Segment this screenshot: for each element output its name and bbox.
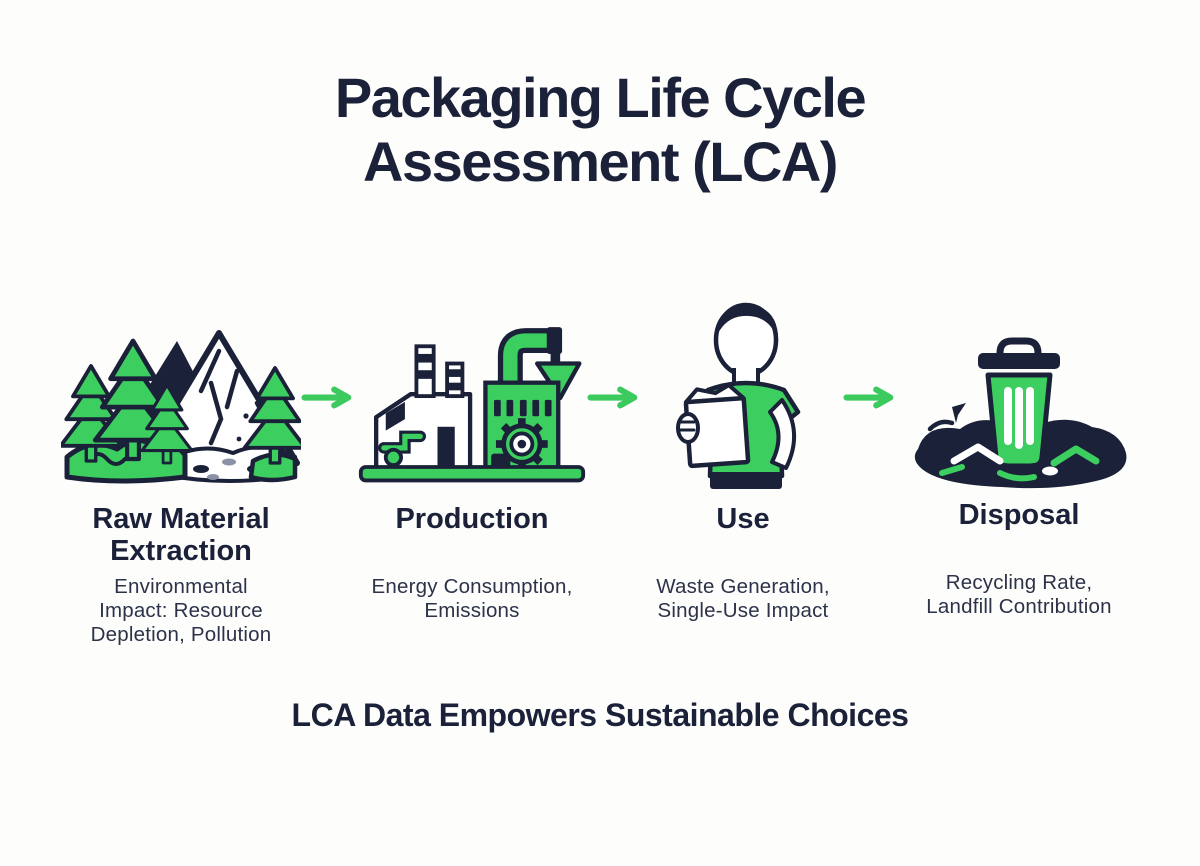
- trash-bin-landfill-icon: [904, 286, 1134, 491]
- mountain-forest-icon-svg: [61, 329, 301, 484]
- trash-can-icon: [978, 337, 1060, 469]
- stage-raw-material-extraction: Raw Material Extraction Environmental Im…: [61, 286, 301, 648]
- stage-description: Recycling Rate, Landfill Contribution: [926, 570, 1112, 618]
- flow-arrow-2: [587, 286, 643, 491]
- stage-title: Production: [395, 502, 549, 535]
- flow-arrow-1: [301, 286, 357, 491]
- stage-title: Raw Material Extraction: [92, 502, 270, 568]
- page-title: Packaging Life Cycle Assessment (LCA): [334, 66, 867, 193]
- mountain-forest-icon: [61, 286, 301, 491]
- pine-tree-icon: [61, 338, 301, 465]
- lca-infographic: Packaging Life Cycle Assessment (LCA): [0, 66, 1200, 866]
- right-arrow-icon: [843, 386, 894, 409]
- person-holding-package-icon-svg: [676, 302, 801, 489]
- right-arrow-icon: [301, 386, 352, 409]
- right-arrow-icon: [587, 386, 638, 409]
- stage-description: Waste Generation, Single-Use Impact: [656, 574, 830, 622]
- package-box-icon: [683, 382, 751, 468]
- trash-bin-landfill-icon-svg: [914, 337, 1127, 488]
- stage-title: Disposal: [958, 498, 1080, 531]
- person-holding-package-icon: [658, 286, 828, 491]
- stage-description: Environmental Impact: Resource Depletion…: [90, 574, 272, 647]
- flow-arrow-3: [843, 286, 899, 491]
- stage-description: Energy Consumption, Emissions: [371, 574, 573, 622]
- tagline: LCA Data Empowers Sustainable Choices: [291, 697, 909, 734]
- factory-icon-svg: [358, 326, 586, 483]
- stage-title: Use: [716, 502, 770, 535]
- lifecycle-flow: Raw Material Extraction Environmental Im…: [0, 286, 1200, 648]
- factory-icon: [357, 286, 587, 491]
- stage-use: Use Waste Generation, Single-Use Impact: [643, 286, 843, 623]
- stage-disposal: Disposal Recycling Rate, Landfill Contri…: [899, 286, 1139, 619]
- gear-icon: [495, 417, 548, 470]
- stage-production: Production Energy Consumption, Emissions: [357, 286, 587, 623]
